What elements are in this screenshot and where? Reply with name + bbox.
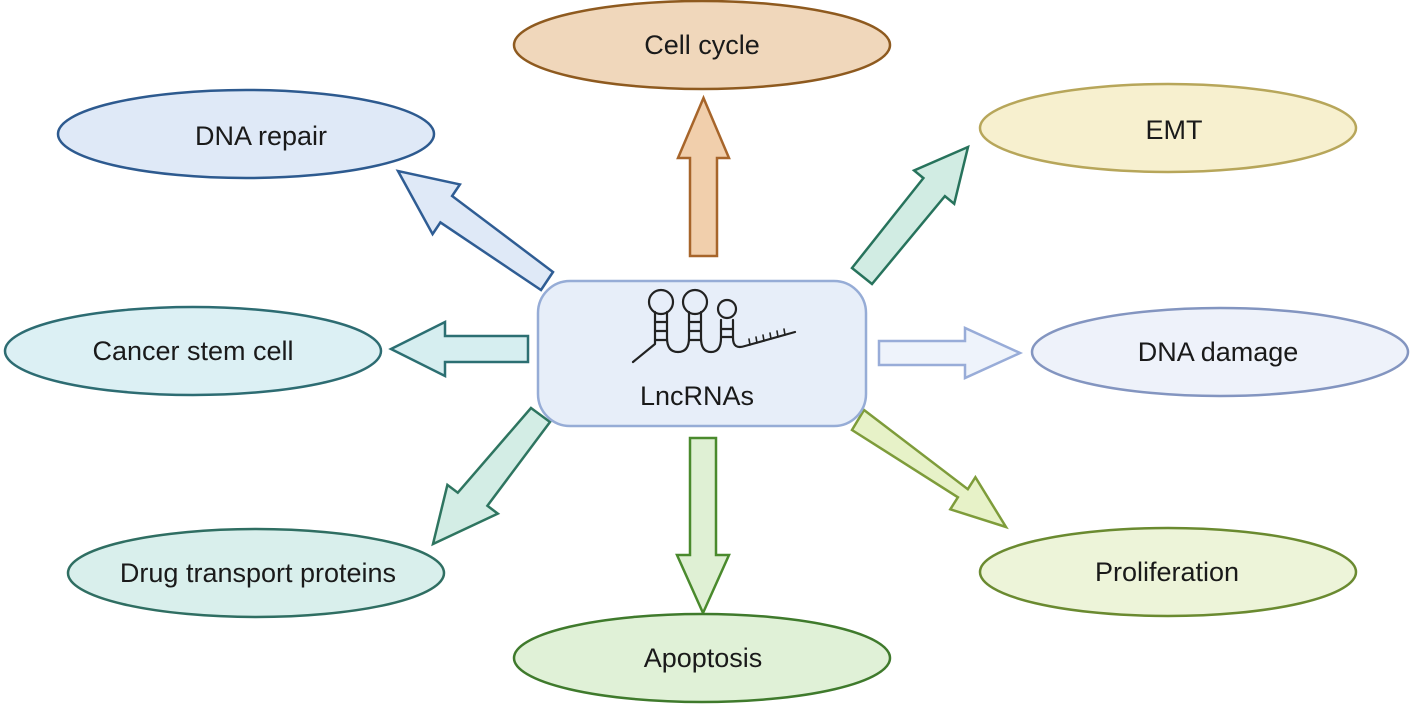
node-label: Proliferation xyxy=(1095,557,1239,587)
node-cell-cycle: Cell cycle xyxy=(512,0,892,91)
arrow-to-dna-damage xyxy=(877,326,1024,380)
node-label: Cancer stem cell xyxy=(92,336,293,366)
arrows-layer xyxy=(388,94,1024,617)
arrow-to-cell-cycle xyxy=(676,94,731,258)
node-cancer-stem-cell: Cancer stem cell xyxy=(3,305,383,397)
node-label: Drug transport proteins xyxy=(120,558,396,588)
rna-hairpin-icon xyxy=(631,288,797,364)
node-emt: EMT xyxy=(978,82,1358,174)
node-ellipse xyxy=(3,305,383,397)
node-ellipse xyxy=(978,526,1358,618)
node-ellipse xyxy=(66,527,446,619)
node-dna-damage: DNA damage xyxy=(1030,306,1410,398)
arrow-to-drug-transport xyxy=(431,406,552,547)
node-drug-transport-proteins: Drug transport proteins xyxy=(66,527,446,619)
arrow-to-cancer-stem-cell xyxy=(388,319,530,379)
center-box xyxy=(536,279,868,428)
arrow-to-emt xyxy=(850,144,970,286)
arrow-to-apoptosis xyxy=(675,436,731,617)
node-apoptosis: Apoptosis xyxy=(512,612,892,704)
node-ellipse xyxy=(1030,306,1410,398)
node-dna-repair: DNA repair xyxy=(56,88,436,180)
node-ellipse xyxy=(56,88,436,180)
arrow-to-proliferation xyxy=(850,408,1009,530)
node-ellipse xyxy=(978,82,1358,174)
node-proliferation: Proliferation xyxy=(978,526,1358,618)
node-label: EMT xyxy=(1146,115,1203,145)
node-label: DNA damage xyxy=(1138,337,1299,367)
node-ellipse xyxy=(512,0,892,91)
node-label: Apoptosis xyxy=(644,643,763,673)
node-ellipse xyxy=(512,612,892,704)
node-label: Cell cycle xyxy=(644,30,760,60)
nodes-layer: Cell cycle EMT DNA damage Proliferation … xyxy=(3,0,1410,704)
center-node: LncRNAs xyxy=(536,279,868,428)
arrow-to-dna-repair xyxy=(395,169,555,292)
node-label: DNA repair xyxy=(195,121,327,151)
center-label: LncRNAs xyxy=(640,381,754,411)
